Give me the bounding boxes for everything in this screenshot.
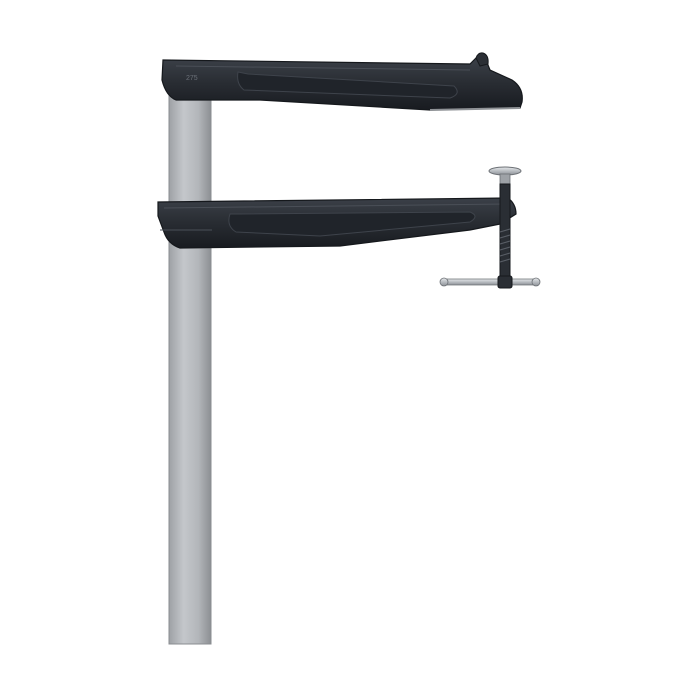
sliding-jaw	[157, 197, 517, 249]
clamp-screw	[439, 166, 541, 289]
t-handle	[441, 278, 539, 286]
fixed-jaw: 275	[161, 52, 523, 111]
jaw-marking: 275	[186, 75, 198, 82]
clamp-rail	[168, 91, 212, 645]
